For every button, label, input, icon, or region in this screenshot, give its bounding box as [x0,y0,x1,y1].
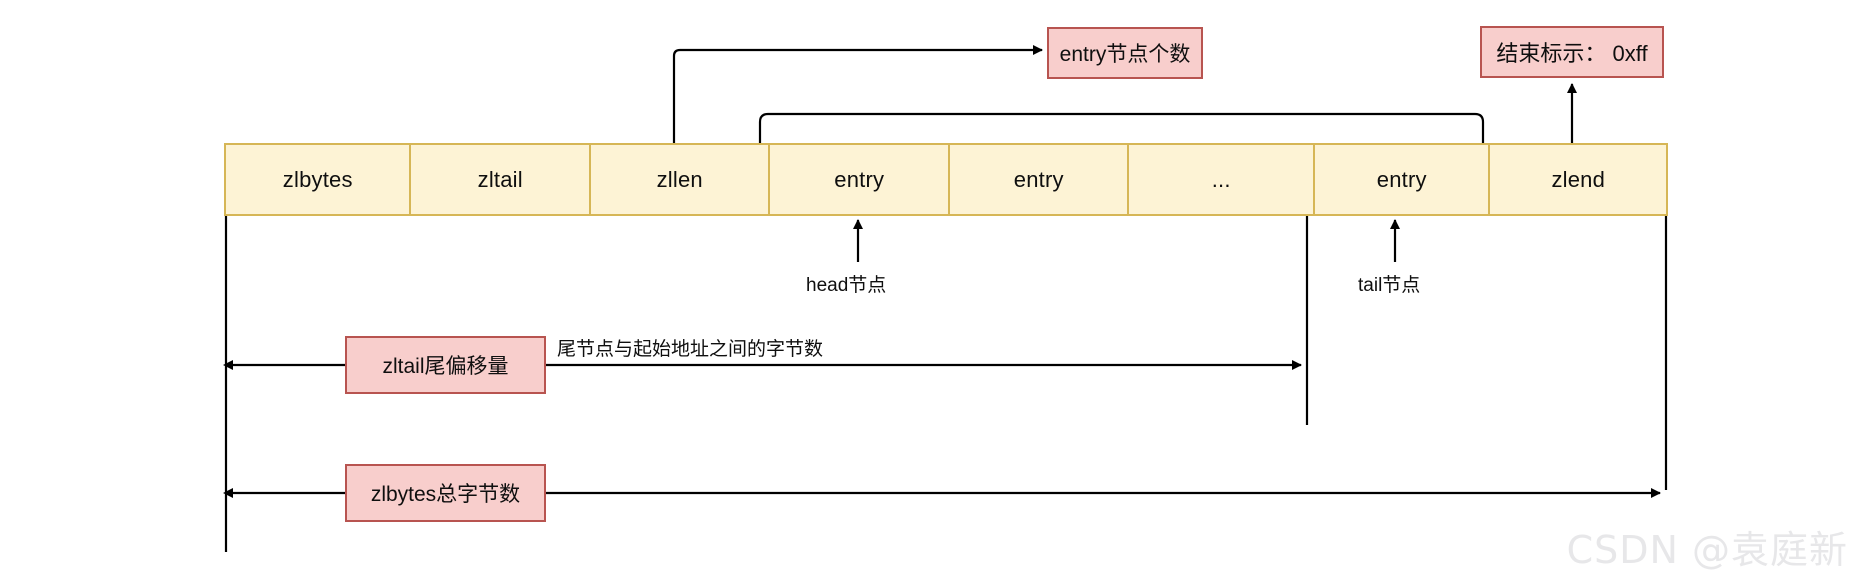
callout-zlbytes-total[interactable]: zlbytes总字节数 [345,464,546,522]
table-cell-entry-second[interactable]: entry [949,145,1130,214]
label-head-node: head节点 [806,275,887,296]
callout-end-flag[interactable]: 结束标示： 0xff [1480,26,1664,78]
ziplist-layout-table: zlbytes zltail zllen entry entry ... ent… [224,143,1668,216]
label-tail-offset-description: 尾节点与起始地址之间的字节数 [557,339,824,360]
table-cell-ellipsis[interactable]: ... [1129,145,1315,214]
csdn-watermark: CSDN @袁庭新 [1566,528,1848,572]
table-cell-entry-head[interactable]: entry [770,145,950,214]
callout-zltail-offset[interactable]: zltail尾偏移量 [345,336,546,394]
zllen-to-entry-count-connector [672,45,1043,143]
table-cell-zltail[interactable]: zltail [411,145,591,214]
table-cell-zllen[interactable]: zllen [590,145,771,214]
table-cell-zlend[interactable]: zlend [1490,145,1666,214]
callout-entry-count[interactable]: entry节点个数 [1047,27,1203,79]
table-cell-entry-tail[interactable]: entry [1314,145,1491,214]
entries-span-brace [758,112,1485,143]
table-cell-zlbytes[interactable]: zlbytes [226,145,412,214]
label-tail-node: tail节点 [1358,275,1421,296]
